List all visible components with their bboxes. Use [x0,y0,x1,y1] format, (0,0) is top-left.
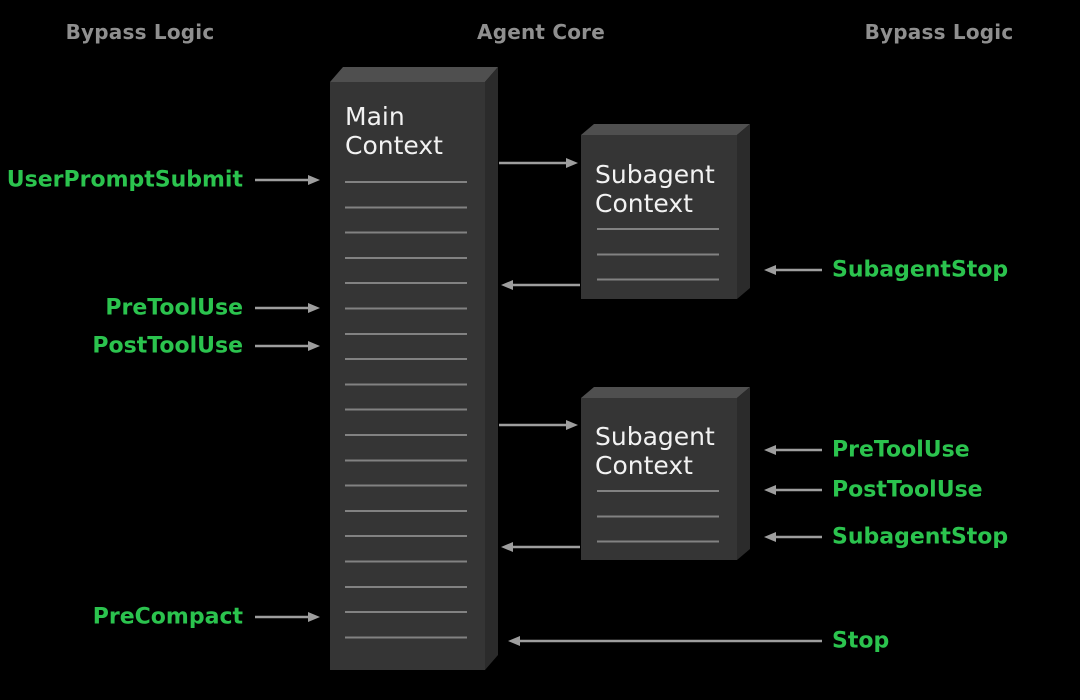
column-header-bypass-logic-left: Bypass Logic [65,20,215,44]
subagent-context-box-bottom: Subagent Context [581,387,750,560]
main-context-box: Main Context [330,67,498,670]
hook-label-subagentstop-bottom: SubagentStop [832,524,1009,550]
subagent-context-title: Subagent Context [595,422,715,480]
hook-label-posttooluse-right: PostToolUse [832,477,983,503]
column-header-agent-core: Agent Core [477,20,605,44]
hook-label-subagentstop-top: SubagentStop [832,257,1009,283]
hook-label-posttooluse-left: PostToolUse [92,333,243,359]
hook-label-pretooluse-right: PreToolUse [832,437,970,463]
context-lines [597,228,719,282]
column-header-bypass-logic-right: Bypass Logic [864,20,1014,44]
hook-label-userpromptsubmit: UserPromptSubmit [6,167,243,193]
hook-label-pretooluse-left: PreToolUse [105,295,243,321]
context-lines [597,490,719,544]
box-top-face [581,387,750,398]
hook-label-stop: Stop [832,628,890,654]
box-side-face [737,124,750,299]
subagent-context-title: Subagent Context [595,160,715,218]
subagent-context-box-top: Subagent Context [581,124,750,299]
box-top-face [330,67,498,82]
box-top-face [581,124,750,135]
box-side-face [737,387,750,560]
context-lines [345,181,467,639]
main-context-title: Main Context [345,102,443,160]
box-side-face [485,67,498,670]
hook-label-precompact: PreCompact [92,604,243,630]
